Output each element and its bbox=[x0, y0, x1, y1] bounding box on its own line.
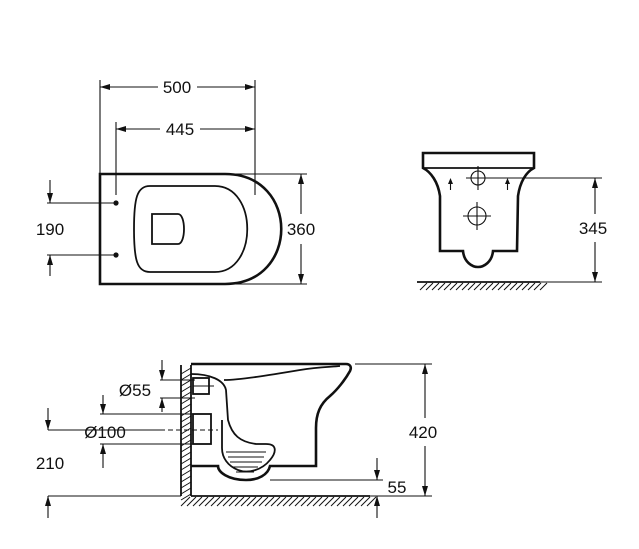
hatch-line bbox=[180, 475, 192, 483]
hatch-line bbox=[318, 496, 329, 507]
hatch-line bbox=[180, 391, 192, 399]
dim-inlet-diameter: Ø55 bbox=[119, 381, 151, 400]
hatch-line bbox=[258, 496, 269, 507]
dim-fixing-length: 445 bbox=[166, 120, 194, 139]
hatch-line bbox=[348, 496, 359, 507]
top-view-seat-opening bbox=[133, 185, 249, 273]
hatch-line bbox=[180, 496, 191, 507]
hatch-line bbox=[479, 282, 488, 291]
front-view-ground-hatch bbox=[419, 282, 548, 291]
hatch-line bbox=[198, 496, 209, 507]
hatch-line bbox=[533, 282, 542, 291]
hatch-line bbox=[180, 463, 192, 471]
hatch-line bbox=[455, 282, 464, 291]
side-view-trap bbox=[190, 373, 276, 473]
hatch-line bbox=[461, 282, 470, 291]
hatch-line bbox=[449, 282, 458, 291]
hatch-line bbox=[216, 496, 227, 507]
hatch-line bbox=[252, 496, 263, 507]
hatch-line bbox=[419, 282, 428, 291]
hatch-line bbox=[431, 282, 440, 291]
side-view-bowl-outline bbox=[191, 362, 353, 482]
hatch-line bbox=[180, 451, 192, 459]
hatch-line bbox=[330, 496, 341, 507]
hatch-line bbox=[491, 282, 500, 291]
dim-width: 360 bbox=[287, 220, 315, 239]
hatch-line bbox=[437, 282, 446, 291]
hatch-line bbox=[503, 282, 512, 291]
hatch-line bbox=[246, 496, 257, 507]
hatch-line bbox=[324, 496, 335, 507]
hatch-line bbox=[276, 496, 287, 507]
hatch-line bbox=[515, 282, 524, 291]
dim-fixing-spacing: 190 bbox=[36, 220, 64, 239]
hatch-line bbox=[180, 481, 192, 489]
hatch-line bbox=[354, 496, 365, 507]
front-view: 345 bbox=[417, 151, 607, 291]
wall-hatch bbox=[180, 367, 192, 501]
hatch-line bbox=[360, 496, 371, 507]
hatch-line bbox=[485, 282, 494, 291]
hatch-line bbox=[228, 496, 239, 507]
hatch-line bbox=[180, 421, 192, 429]
hatch-line bbox=[282, 496, 293, 507]
dim-outlet-diameter: Ø100 bbox=[84, 423, 126, 442]
dim-floor-clearance: 55 bbox=[388, 478, 407, 497]
hatch-line bbox=[342, 496, 353, 507]
side-view: Ø55 Ø100 210 420 55 bbox=[36, 360, 437, 518]
hatch-line bbox=[222, 496, 233, 507]
hatch-line bbox=[509, 282, 518, 291]
top-view-bowl-outline bbox=[98, 172, 283, 286]
hatch-line bbox=[180, 403, 192, 411]
hatch-line bbox=[180, 487, 192, 495]
side-view-floor-hatch bbox=[180, 496, 377, 507]
hatch-line bbox=[425, 282, 434, 291]
hatch-line bbox=[300, 496, 311, 507]
hatch-line bbox=[521, 282, 530, 291]
hatch-line bbox=[180, 445, 192, 453]
hatch-line bbox=[366, 496, 377, 507]
hatch-line bbox=[288, 496, 299, 507]
hatch-line bbox=[180, 439, 192, 447]
front-view-outline bbox=[421, 151, 536, 269]
water-lines bbox=[226, 451, 266, 473]
hatch-line bbox=[210, 496, 221, 507]
dim-total-height: 420 bbox=[409, 423, 437, 442]
hatch-line bbox=[180, 469, 192, 477]
hatch-line bbox=[473, 282, 482, 291]
hatch-line bbox=[180, 493, 192, 501]
hatch-line bbox=[234, 496, 245, 507]
hatch-line bbox=[306, 496, 317, 507]
hatch-line bbox=[294, 496, 305, 507]
hatch-line bbox=[180, 415, 192, 423]
hatch-line bbox=[180, 373, 192, 381]
dim-overall-length: 500 bbox=[163, 78, 191, 97]
hatch-line bbox=[180, 367, 192, 375]
hatch-line bbox=[539, 282, 548, 291]
hatch-line bbox=[497, 282, 506, 291]
hatch-line bbox=[312, 496, 323, 507]
hatch-line bbox=[180, 397, 192, 405]
dim-height-front: 345 bbox=[579, 219, 607, 238]
hatch-line bbox=[180, 379, 192, 387]
hatch-line bbox=[336, 496, 347, 507]
hatch-line bbox=[264, 496, 275, 507]
hatch-line bbox=[180, 433, 192, 441]
hatch-line bbox=[180, 385, 192, 393]
hatch-line bbox=[240, 496, 251, 507]
hatch-line bbox=[527, 282, 536, 291]
dim-outlet-height: 210 bbox=[36, 454, 64, 473]
hatch-line bbox=[443, 282, 452, 291]
hatch-line bbox=[180, 409, 192, 417]
hatch-line bbox=[270, 496, 281, 507]
hatch-line bbox=[180, 427, 192, 435]
hatch-line bbox=[180, 457, 192, 465]
hatch-line bbox=[204, 496, 215, 507]
hatch-line bbox=[467, 282, 476, 291]
top-view-inner-rim bbox=[151, 213, 185, 245]
top-view: 500 445 190 360 bbox=[36, 75, 315, 286]
hatch-line bbox=[192, 496, 203, 507]
hatch-line bbox=[186, 496, 197, 507]
